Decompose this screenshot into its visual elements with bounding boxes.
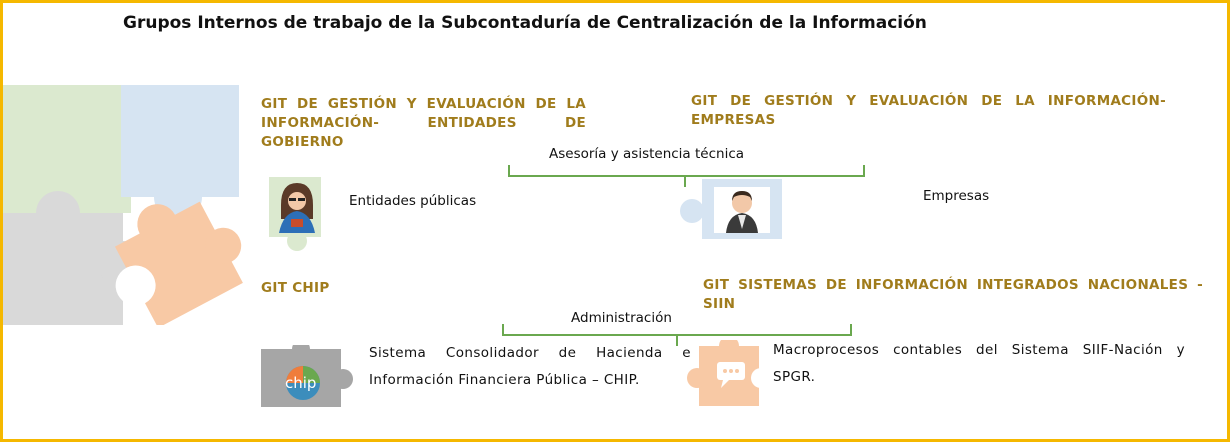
chat-puzzle-icon bbox=[687, 340, 771, 406]
asesoria-label: Asesoría y asistencia técnica bbox=[549, 146, 745, 162]
chip-puzzle-icon: chip bbox=[261, 345, 353, 407]
empresas-label: Empresas bbox=[923, 188, 990, 204]
entidades-label: Entidades públicas bbox=[349, 193, 477, 209]
git-siin-title: GIT SISTEMAS DE INFORMACIÓN INTEGRADOS N… bbox=[703, 277, 1203, 312]
administracion-label: Administración bbox=[571, 310, 672, 326]
administracion-brace bbox=[502, 324, 852, 336]
chip-logo-text: chip bbox=[285, 374, 316, 392]
asesoria-brace bbox=[508, 165, 865, 177]
git-entidades-title: GIT DE GESTIÓN Y EVALUACIÓN DE LA INFORM… bbox=[261, 96, 586, 150]
man-avatar-icon bbox=[680, 179, 782, 239]
siin-description: Macroprocesos contables del Sistema SIIF… bbox=[773, 342, 1185, 385]
chip-description: Sistema Consolidador de Hacienda e Infor… bbox=[369, 345, 691, 388]
page-title: Grupos Internos de trabajo de la Subcont… bbox=[123, 13, 927, 33]
woman-avatar-icon bbox=[269, 177, 321, 251]
git-chip-title: GIT CHIP bbox=[261, 280, 330, 296]
git-empresas-title: GIT DE GESTIÓN Y EVALUACIÓN DE LA INFORM… bbox=[691, 93, 1166, 128]
asesoria-brace-tick bbox=[684, 177, 686, 187]
puzzle-decoration bbox=[3, 85, 243, 325]
administracion-brace-tick bbox=[676, 336, 678, 346]
